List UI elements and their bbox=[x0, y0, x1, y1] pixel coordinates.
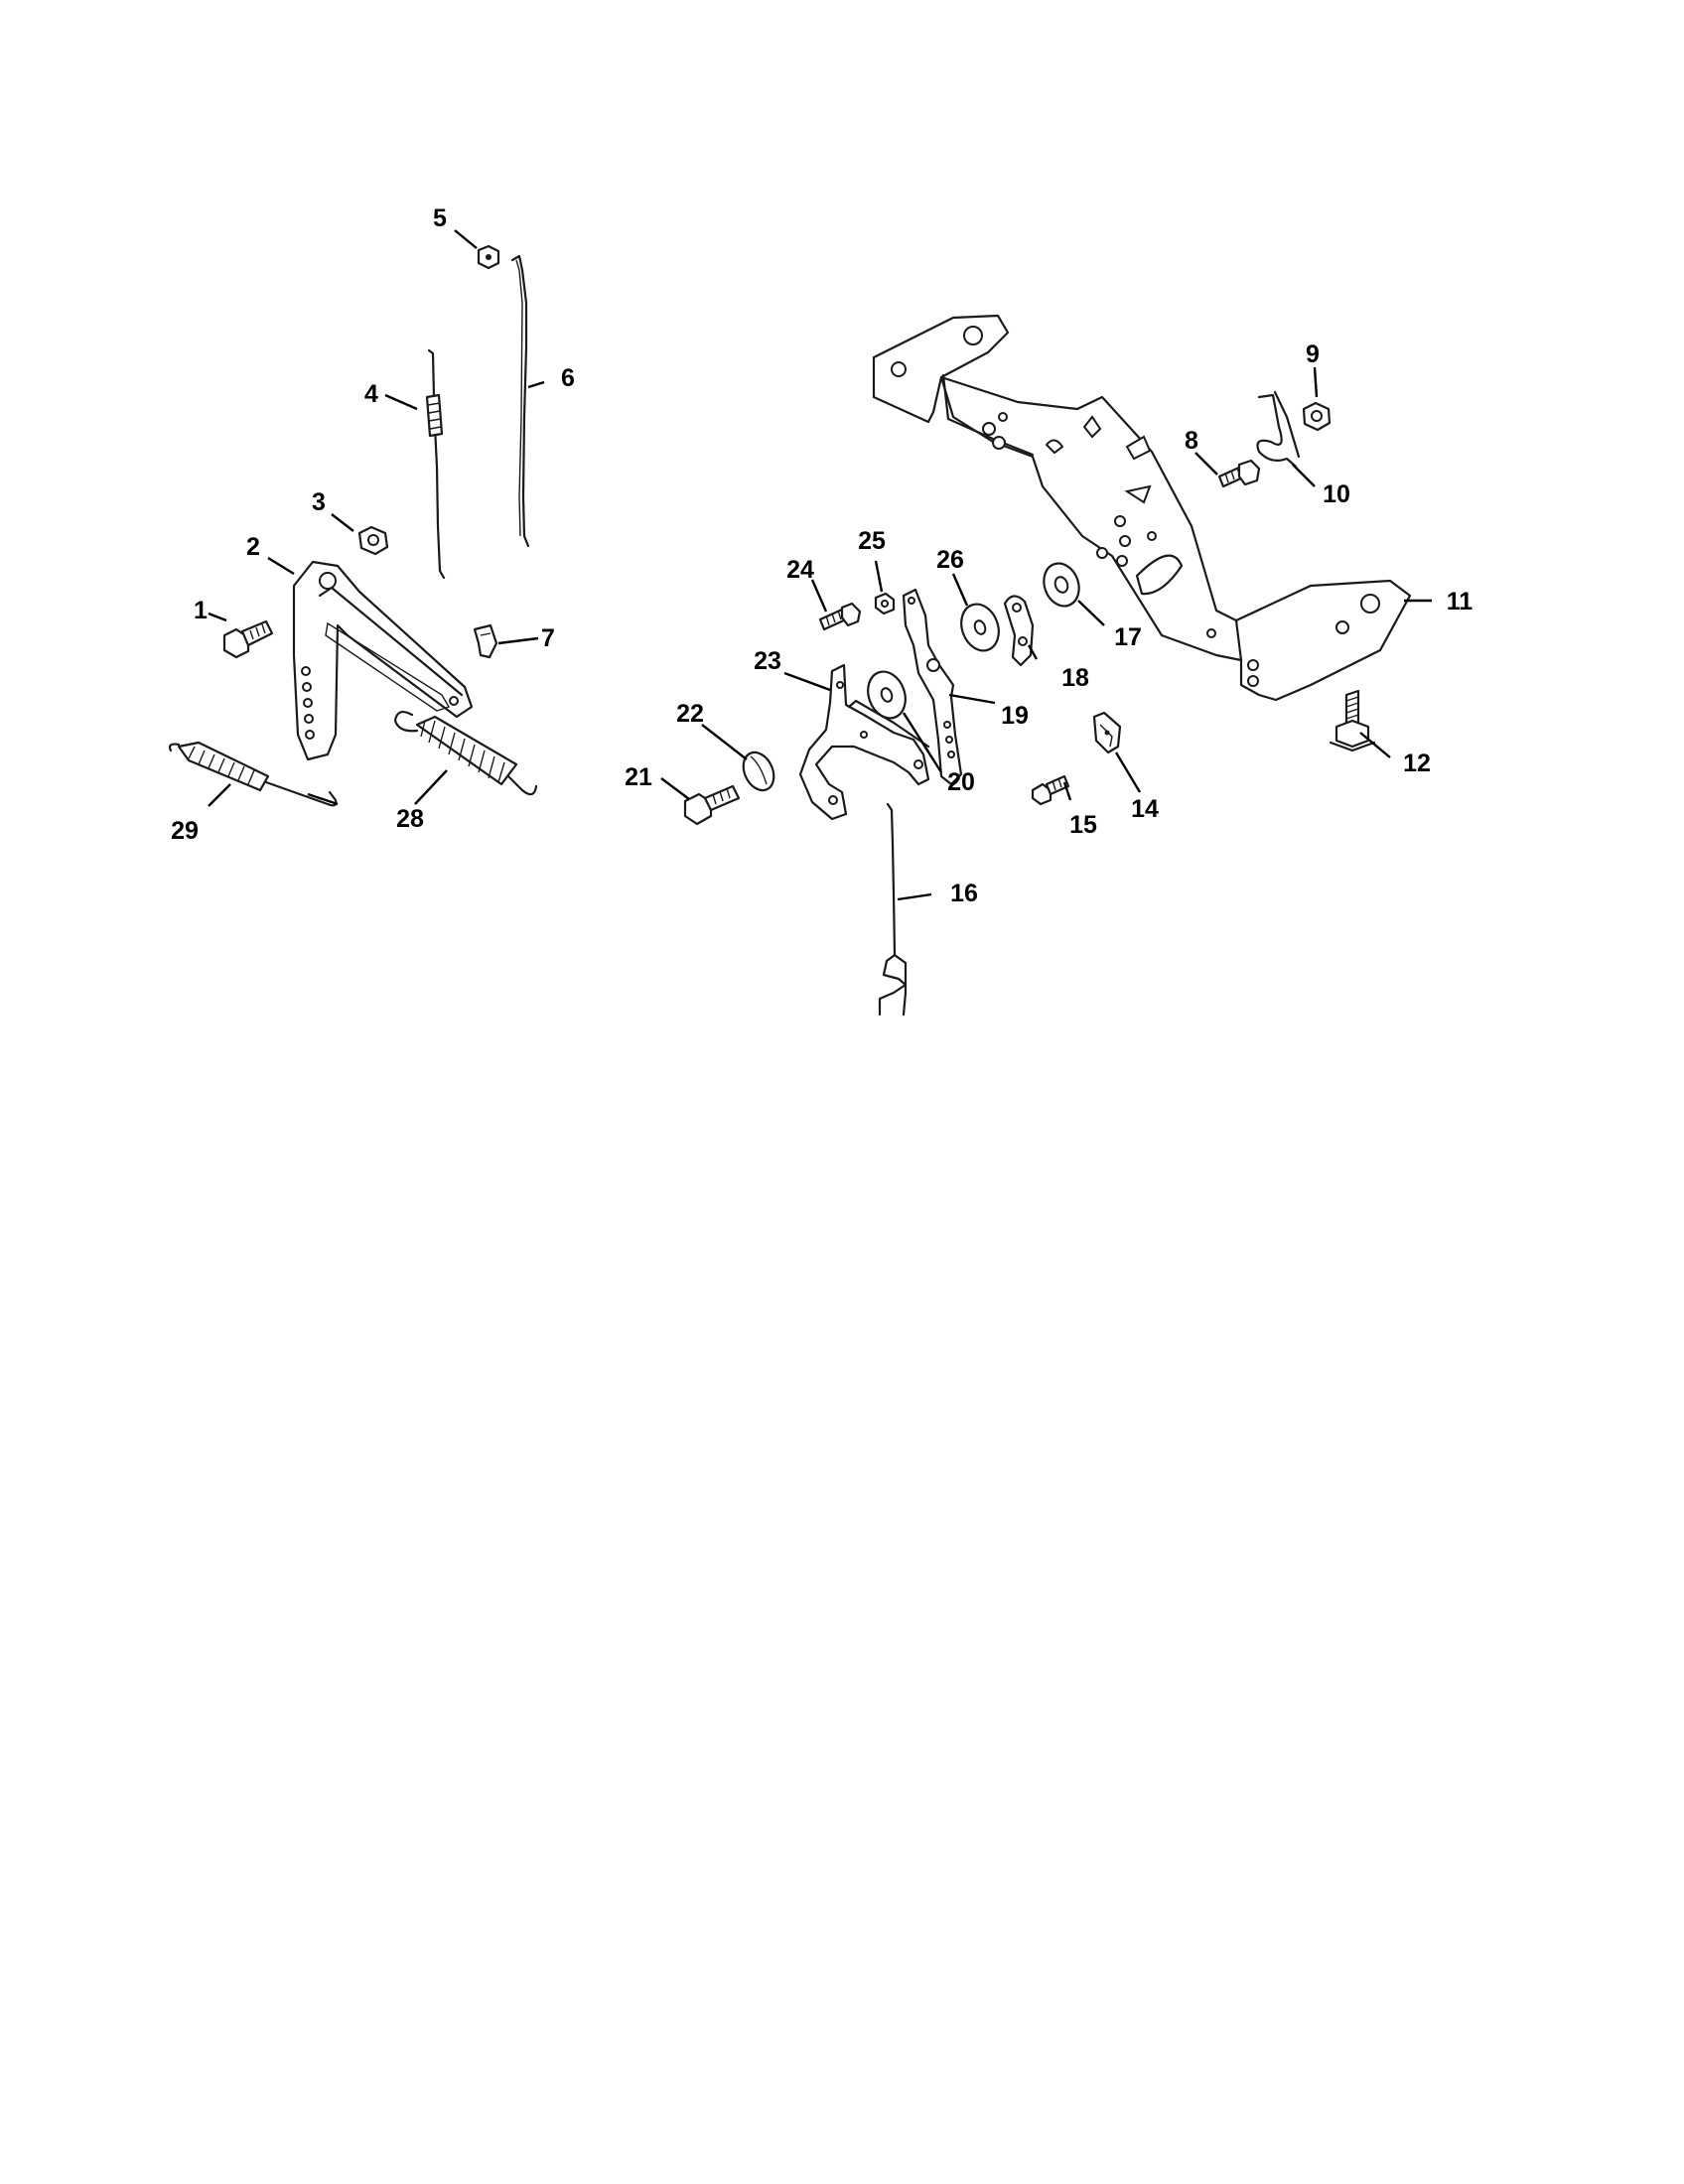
part-1-bolt bbox=[222, 619, 274, 659]
part-23-speed-control-lever bbox=[798, 663, 930, 821]
callout-14: 14 bbox=[1131, 795, 1159, 823]
part-18-choke-lever bbox=[1003, 595, 1035, 667]
part-5-small-nut bbox=[477, 244, 500, 270]
part-7-clip bbox=[473, 623, 498, 659]
part-10-torsion-spring bbox=[1256, 390, 1301, 469]
part-21-bolt bbox=[683, 784, 741, 826]
part-25-nut bbox=[874, 592, 896, 615]
part-24-screw bbox=[818, 602, 862, 631]
part-11-control-bracket bbox=[872, 314, 1412, 702]
callout-18: 18 bbox=[1061, 664, 1089, 692]
callout-2: 2 bbox=[246, 533, 260, 561]
callout-24: 24 bbox=[786, 556, 814, 584]
callout-17: 17 bbox=[1114, 623, 1142, 651]
part-6-throttle-rod bbox=[510, 254, 530, 548]
part-9-nut bbox=[1302, 401, 1332, 432]
part-4-governor-rod bbox=[425, 348, 446, 580]
callout-3: 3 bbox=[312, 488, 326, 516]
callout-9: 9 bbox=[1306, 341, 1320, 368]
callout-1: 1 bbox=[194, 597, 208, 624]
part-15-screw bbox=[1031, 774, 1070, 806]
callout-20: 20 bbox=[947, 768, 975, 796]
callout-10: 10 bbox=[1323, 480, 1350, 508]
callout-29: 29 bbox=[171, 817, 199, 845]
callout-4: 4 bbox=[364, 380, 378, 408]
part-8-screw bbox=[1217, 459, 1261, 488]
callout-12: 12 bbox=[1403, 750, 1431, 777]
part-20-washer bbox=[867, 670, 907, 720]
callout-25: 25 bbox=[858, 527, 886, 555]
callout-16: 16 bbox=[950, 880, 978, 907]
callout-7: 7 bbox=[541, 624, 555, 652]
part-16-choke-rod bbox=[878, 802, 908, 1017]
callout-28: 28 bbox=[396, 805, 424, 833]
part-2-control-lever bbox=[292, 560, 474, 761]
part-19-throttle-lever bbox=[902, 588, 963, 786]
callout-11: 11 bbox=[1447, 588, 1474, 615]
callout-21: 21 bbox=[625, 763, 652, 791]
callout-8: 8 bbox=[1185, 427, 1198, 455]
part-17-washer bbox=[1043, 562, 1080, 608]
callout-26: 26 bbox=[936, 546, 964, 574]
callout-19: 19 bbox=[1001, 702, 1029, 730]
part-22-wave-washer bbox=[742, 751, 775, 792]
callout-15: 15 bbox=[1069, 811, 1097, 839]
part-14-clip bbox=[1092, 711, 1122, 754]
callout-22: 22 bbox=[676, 700, 704, 728]
part-29-extension-spring bbox=[168, 741, 338, 807]
callout-5: 5 bbox=[433, 205, 447, 232]
part-12-flange-bolt bbox=[1329, 689, 1376, 752]
callout-23: 23 bbox=[754, 647, 781, 675]
callout-6: 6 bbox=[561, 364, 575, 392]
leader-lines bbox=[208, 229, 1432, 901]
part-28-extension-spring bbox=[393, 710, 538, 796]
part-26-washer bbox=[960, 603, 1000, 652]
part-3-nut bbox=[357, 525, 389, 556]
